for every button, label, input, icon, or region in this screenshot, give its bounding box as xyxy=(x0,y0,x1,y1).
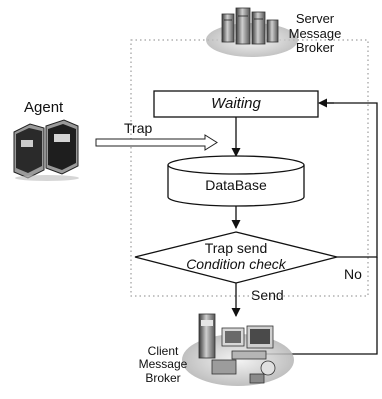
desktop-devices-icon xyxy=(182,313,294,386)
no-label: No xyxy=(344,266,362,282)
server-cluster-icon xyxy=(206,7,298,57)
server-broker-line-3: Broker xyxy=(295,40,335,56)
decision-line-1: Trap send xyxy=(204,240,268,256)
workstation-pair-icon xyxy=(13,119,79,181)
trap-arrow xyxy=(95,134,218,151)
trap-label: Trap xyxy=(124,120,153,136)
server-broker-line-2: Message xyxy=(288,25,342,41)
waiting-label: Waiting xyxy=(211,95,261,112)
database-label: DataBase xyxy=(205,177,267,193)
server-broker-label: Server Message Broker xyxy=(282,11,348,56)
agent-label: Agent xyxy=(24,99,64,116)
database-cylinder xyxy=(167,155,305,207)
decision-line-2: Condition check xyxy=(186,255,286,272)
decision-label: Trap send Condition check xyxy=(160,240,312,272)
server-broker-line-1: Server xyxy=(295,11,335,26)
client-broker-label: Client Message Broker xyxy=(134,344,192,385)
no-loop-arrow xyxy=(327,102,378,258)
client-return-line xyxy=(262,257,378,355)
client-broker-line-1: Client xyxy=(147,344,179,358)
send-label: Send xyxy=(251,287,284,303)
client-broker-line-3: Broker xyxy=(145,370,181,385)
client-broker-line-2: Message xyxy=(138,357,188,372)
